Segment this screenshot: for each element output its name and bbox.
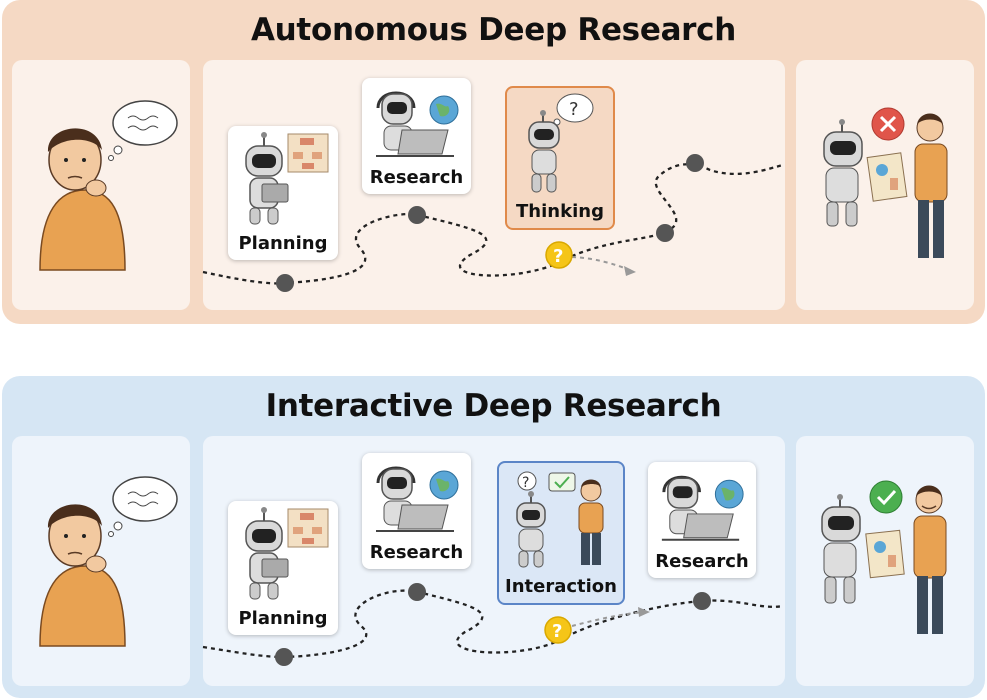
research-robot-icon: [376, 91, 459, 157]
failed-report-scene: [823, 107, 948, 258]
path-node: [408, 206, 426, 224]
successful-report-scene: [821, 480, 947, 634]
check-icon: [869, 480, 903, 514]
interaction-robot-human-icon: ?: [516, 471, 604, 568]
research-label: Research: [369, 542, 464, 563]
path-node: [693, 592, 711, 610]
svg-text:?: ?: [553, 246, 563, 267]
question-marker-icon: ?: [545, 241, 573, 269]
path-node: [275, 648, 293, 666]
interactive-title: Interactive Deep Research: [265, 388, 722, 424]
research-card: Research: [362, 78, 471, 194]
research-robot-icon: [376, 466, 459, 532]
question-marker-icon: ?: [544, 616, 572, 644]
path-node: [408, 583, 426, 601]
thinking-robot-icon: ?: [528, 93, 594, 193]
autonomous-title: Autonomous Deep Research: [250, 12, 737, 48]
planning-robot-icon: [245, 507, 329, 600]
path-node: [686, 154, 704, 172]
planning-label: Planning: [238, 608, 328, 629]
interaction-label: Interaction: [505, 576, 617, 597]
research-robot-icon: [661, 475, 744, 541]
thinking-label: Thinking: [516, 201, 604, 222]
research-label: Research: [369, 167, 464, 188]
research-card-2: Research: [648, 462, 756, 578]
svg-text:?: ?: [552, 621, 562, 642]
research-path: [202, 163, 784, 285]
path-node: [276, 274, 294, 292]
svg-text:?: ?: [569, 99, 579, 120]
interaction-card: ? Interaction: [497, 461, 625, 605]
planning-card: Planning: [228, 126, 338, 260]
path-node: [656, 224, 674, 242]
thinking-person-icon: [39, 100, 178, 271]
planning-card: Planning: [228, 501, 338, 635]
thinking-card: ? Thinking: [505, 86, 615, 230]
research-card: Research: [362, 453, 471, 569]
branch-arrow: [571, 611, 646, 627]
planning-robot-icon: [245, 132, 329, 225]
thinking-person-icon: [39, 476, 178, 647]
research-label: Research: [655, 551, 749, 572]
planning-label: Planning: [238, 233, 328, 254]
svg-text:?: ?: [522, 475, 529, 491]
research-path: [202, 589, 784, 659]
